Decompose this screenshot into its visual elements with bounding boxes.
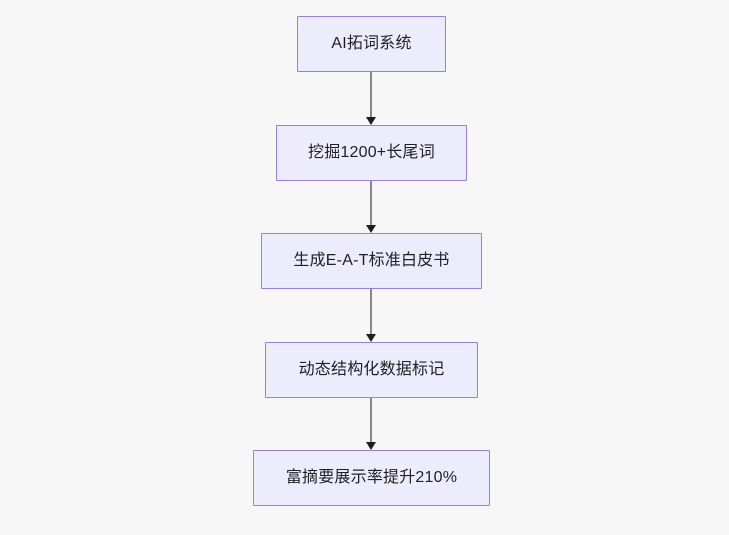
- flowchart-edge-4-connector-line: [370, 398, 372, 442]
- flowchart-node-longtail-keywords[interactable]: 挖掘1200+长尾词: [276, 125, 467, 181]
- flowchart-node-structured-data-markup[interactable]: 动态结构化数据标记: [265, 342, 478, 398]
- node-label: 富摘要展示率提升210%: [285, 469, 458, 486]
- flowchart-node-rich-snippet-result[interactable]: 富摘要展示率提升210%: [253, 450, 490, 506]
- node-label: 挖掘1200+长尾词: [308, 144, 435, 161]
- flowchart-edge-3-arrow-icon: [366, 334, 376, 342]
- flowchart-edge-2-arrow-icon: [366, 225, 376, 233]
- flowchart-node-ai-keyword-system[interactable]: AI拓词系统: [297, 16, 446, 72]
- flowchart-edge-3-connector-line: [370, 289, 372, 334]
- node-label: AI拓词系统: [331, 35, 412, 52]
- flowchart-edge-1-connector-line: [370, 72, 372, 117]
- flowchart-edge-2-connector-line: [370, 181, 372, 225]
- flowchart-edge-4-arrow-icon: [366, 442, 376, 450]
- flowchart-node-eat-whitepaper[interactable]: 生成E-A-T标准白皮书: [261, 233, 482, 289]
- node-label: 动态结构化数据标记: [298, 361, 445, 378]
- node-label: 生成E-A-T标准白皮书: [293, 252, 450, 269]
- flowchart-edge-1-arrow-icon: [366, 117, 376, 125]
